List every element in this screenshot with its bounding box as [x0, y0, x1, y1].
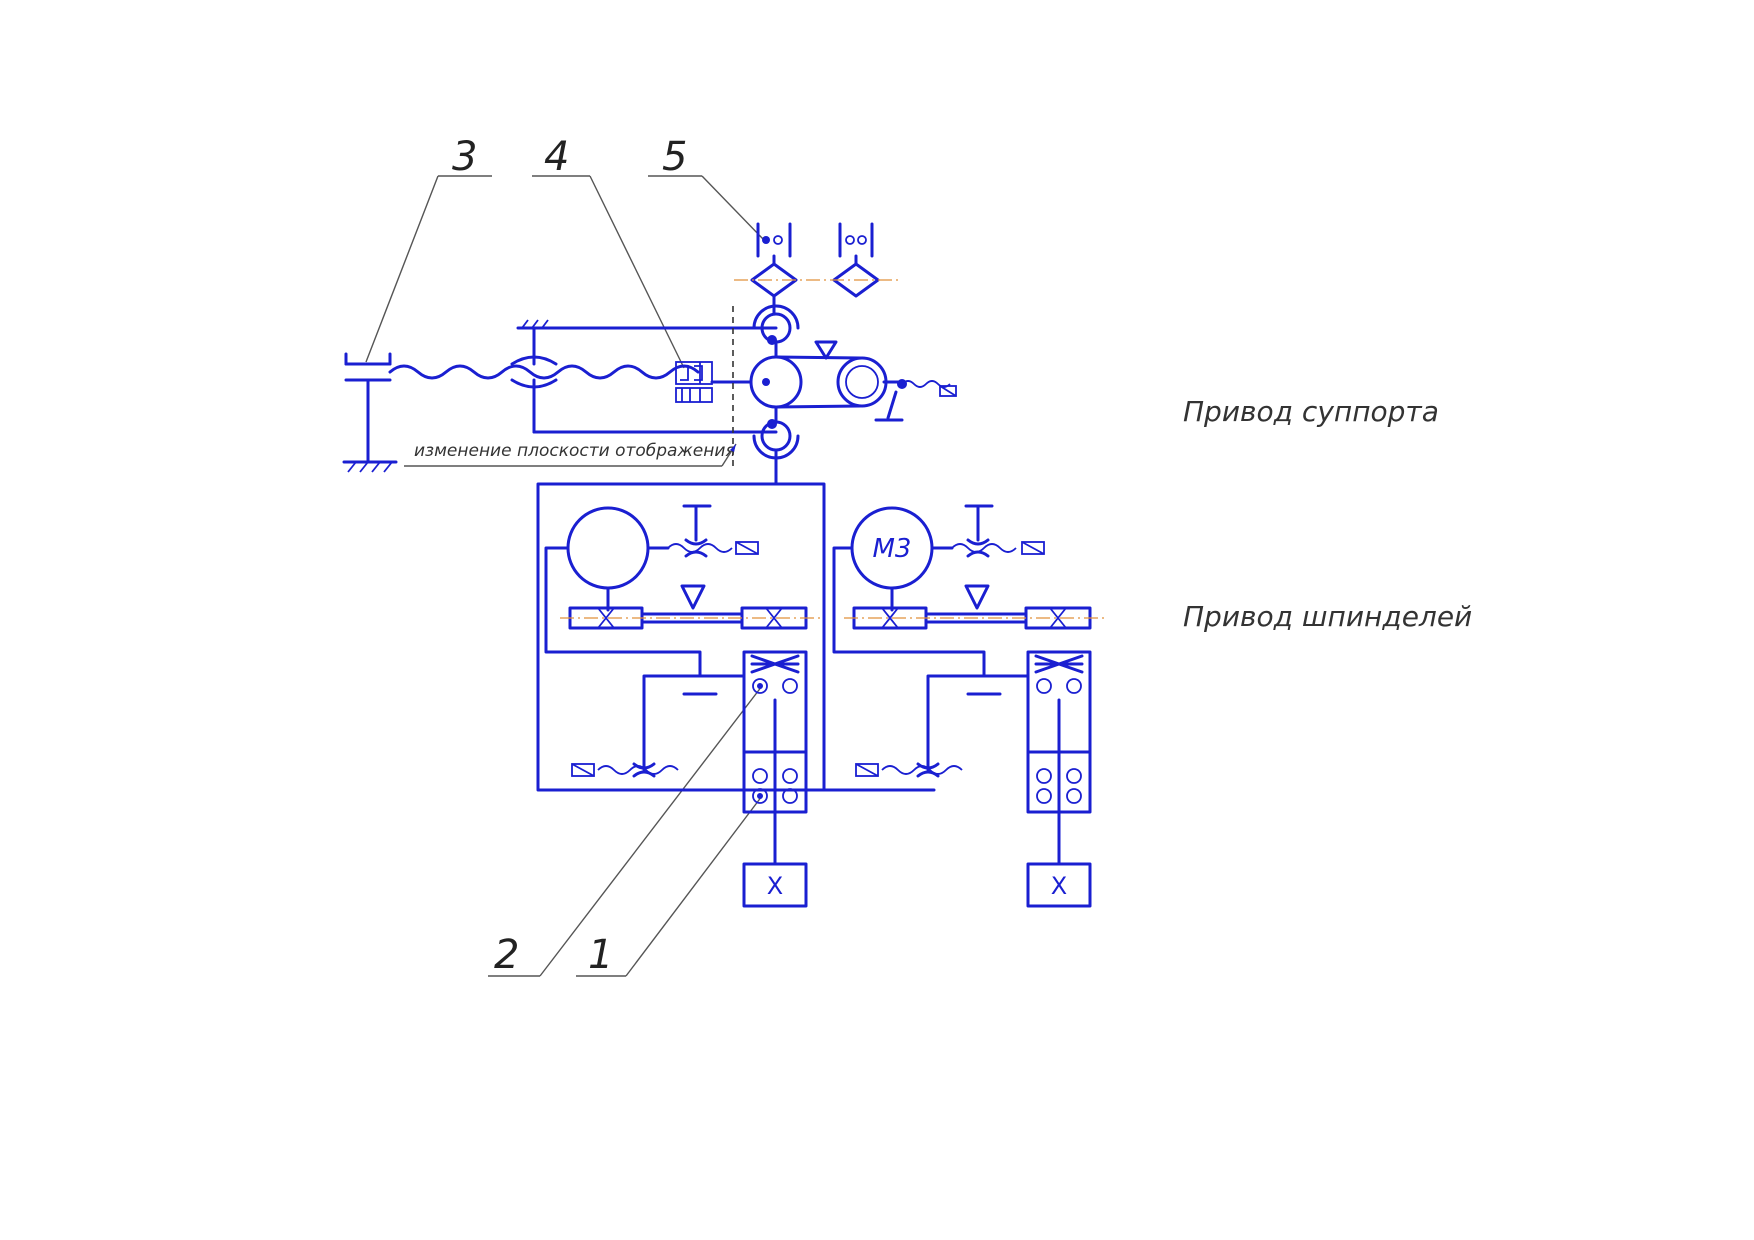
spindle-drive-mechanism: X M3	[536, 482, 1104, 908]
caption-spindle-drive: Привод шпинделей	[1183, 600, 1472, 633]
left-motor	[566, 506, 650, 590]
callout-1: 1	[576, 795, 763, 978]
svg-text:4: 4	[544, 134, 569, 180]
support-drive-mechanism: изменение плоскости отображения	[342, 222, 957, 486]
callout-4: 4	[532, 134, 685, 369]
callout-5: 5	[648, 134, 765, 241]
right-spindle-tool	[1026, 862, 1092, 908]
caption-support-drive: Привод суппорта	[1183, 395, 1439, 428]
top-gear-pair	[734, 222, 898, 316]
svg-text:X: X	[1051, 872, 1067, 900]
svg-text:3: 3	[452, 134, 477, 180]
plane-change-note: изменение плоскости отображения	[414, 441, 736, 461]
svg-text:M3: M3	[873, 534, 912, 564]
left-support-bearing	[342, 352, 398, 473]
left-spindle-tool	[742, 862, 808, 908]
svg-text:1: 1	[588, 932, 613, 978]
svg-text:5: 5	[662, 134, 687, 180]
svg-text:2: 2	[494, 932, 519, 978]
callout-2: 2	[488, 685, 763, 978]
lead-screw	[388, 364, 700, 380]
clutch-icon	[675, 361, 713, 403]
callout-3: 3	[365, 134, 492, 363]
svg-text:X: X	[767, 872, 783, 900]
